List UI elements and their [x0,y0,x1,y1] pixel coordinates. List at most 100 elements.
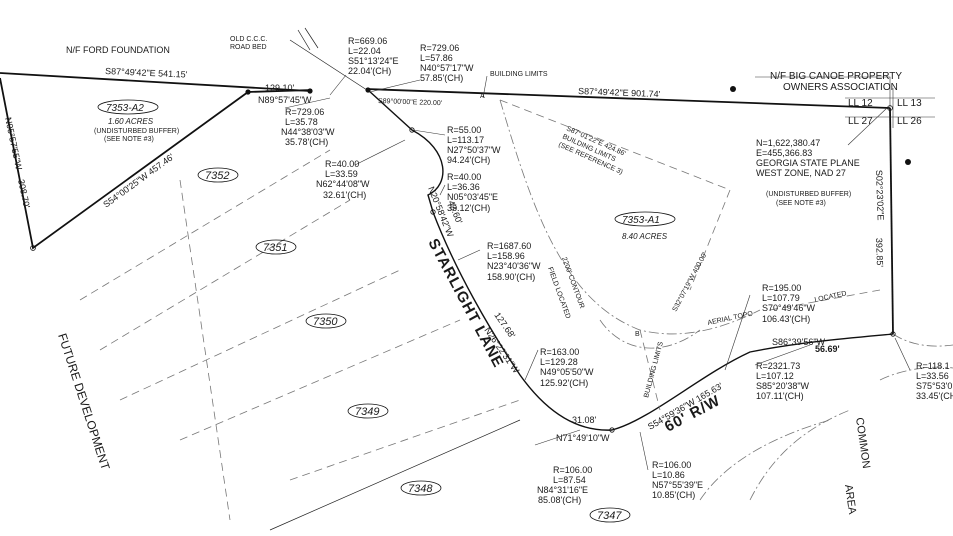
curve-bearing: S85°20'38"W [756,381,810,391]
lot-line-7352 [79,149,331,301]
bearing-top-mid: S87°49'42"E 901.74' [578,86,661,99]
curve-c3: R=729.06 L=35.78 N44°38'03"W 35.78'(CH) [281,107,335,147]
curve-length: L=36.36 [447,182,480,192]
curve-length: L=107.12 [756,371,794,381]
curve-c5: R=40.00 L=33.59 N62°44'08"W 32.61'(CH) [316,159,370,200]
leader-c2 [369,79,421,93]
leader-c6 [439,184,446,196]
curve-bearing: N49°05'50"W [540,367,594,377]
bearing-n71: N71°49'10"W [556,433,610,443]
lot-number: 7349 [355,406,379,418]
iron-pin [307,88,313,94]
leader-c11 [894,337,911,371]
curve-bearing: N05°03'45"E [447,192,498,202]
northing: N=1,622,380.47 [756,138,820,148]
curve-length: L=107.79 [762,293,800,303]
neighbor-big-canoe-1: N/F BIG CANOE PROPERTY [770,71,902,82]
old-road-line-3 [304,27,319,49]
common-area-line-2 [699,419,831,501]
leader-coords [847,106,889,146]
leader-building-limits [482,75,488,99]
curve-chord: 35.12'(CH) [447,203,490,213]
east-boundary [889,107,894,335]
lot-id: 7353-A2 [106,103,144,114]
curve-radius: R=2321.73 [756,361,800,371]
curve-bearing: N40°57'17"W [420,63,474,73]
leader-c13 [639,431,649,471]
curve-bearing: N27°50'37"W [447,145,501,155]
lot-bubble [347,403,389,419]
curve-bearing: N62°44'08"W [316,179,370,189]
leader-c10 [754,344,811,366]
lot-number: 7347 [597,510,622,522]
curve-length: L=57.86 [420,53,453,63]
corner-point [887,105,893,111]
curve-chord: 32.61'(CH) [323,190,366,200]
curve-c2: R=729.06 L=57.86 N40°57'17"W 57.85'(CH) [420,43,474,83]
leader-c12 [534,429,581,446]
bearing-s86: S86°39'56"W [772,337,826,347]
old-road-line [289,39,371,93]
lot-number: 7348 [408,483,433,495]
curve-radius: R=40.00 [447,172,481,182]
east-contour [892,333,953,347]
common-area-label-1: COMMON [853,417,872,470]
curve-chord: 10.85'(CH) [652,490,695,500]
curve-length: L=33.56 [916,371,949,381]
lot-line-vertical [179,179,231,521]
leader-c8 [724,294,751,371]
curve-bearing: S51°13'24"E [348,56,399,66]
land-lot-27: LL 27 [848,116,873,127]
coord-system-2: WEST ZONE, NAD 27 [756,168,846,178]
lot-acres: 8.40 ACRES [622,232,668,241]
curve-c6: R=40.00 L=36.36 N05°03'45"E 35.12'(CH) [447,172,498,213]
building-limits-a1 [499,99,731,291]
lot-7353-a1: 7353-A1 8.40 ACRES [614,211,676,241]
boundary-lines [0,72,894,335]
lot-line-7351 [99,199,351,351]
bearing-s02-dist: 392.85' [874,238,885,268]
old-road-label-2: ROAD BED [230,44,267,51]
short-boundary [247,89,313,93]
curve-c12: R=106.00 L=87.54 N84°31'16"E 85.08'(CH) [537,465,592,505]
land-lot-26: LL 26 [897,116,922,127]
lot-7351: 7351 [255,239,297,255]
curve-chord: 125.92'(CH) [540,378,588,388]
curve-chord: 22.04'(CH) [348,66,391,76]
curve-chord: 85.08'(CH) [538,495,581,505]
lot-number: 7351 [263,242,287,254]
distance-31: 31.08' [572,415,597,425]
curve-length: L=33.59 [325,169,358,179]
land-lot-13: LL 13 [897,98,922,109]
curve-c11: R=118.1 L=33.56 S75°53'0 33.45'(CH) [916,361,953,401]
contour-line-2 [599,319,701,349]
land-lot-grid [845,88,935,128]
located-label: LOCATED [814,290,847,304]
road-edges [269,27,894,531]
north-boundary-east [365,88,891,109]
leader-c9 [524,349,539,381]
buffer-note-1: (UNDISTURBED BUFFER) [766,191,851,198]
bearing-n5: N05°57'55"W [3,116,24,171]
lot-note-2: (SEE NOTE #3) [104,136,154,143]
bearing-n89: N89°57'45"W [258,95,312,105]
curve-chord: 35.78'(CH) [285,137,328,147]
curve-radius: R=40.00 [325,159,359,169]
curve-radius: R=55.00 [447,125,481,135]
curve-length: L=35.78 [285,117,318,127]
leader-lines [284,74,935,471]
lot-acres: 1.60 ACRES [108,117,154,126]
common-area-line [749,409,851,501]
neighbor-ford: N/F FORD FOUNDATION [66,45,170,55]
curve-c4: R=55.00 L=113.17 N27°50'37"W 94.24'(CH) [447,125,501,165]
bearing-s02: S02°23'02"E [874,170,886,221]
lot-bubble [305,313,347,329]
lot-number: 7352 [205,170,229,182]
curve-point [430,209,436,215]
curve-radius: R=163.00 [540,347,579,357]
curve-point [890,331,896,337]
marker-a: A [480,93,485,100]
curve-point [409,127,415,133]
curve-bearing: S75°53'0 [916,381,952,391]
